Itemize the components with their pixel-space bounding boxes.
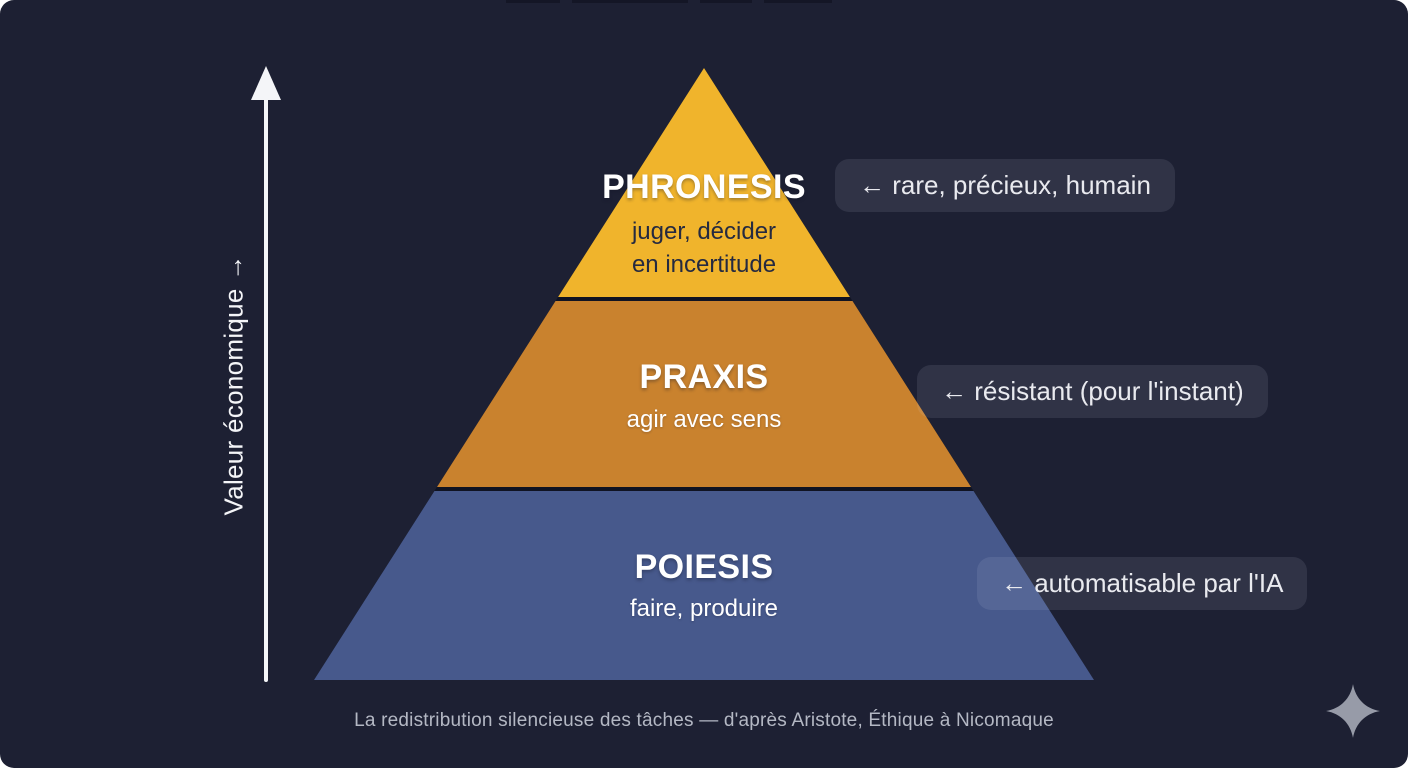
level-subtitle-phronesis: juger, décider en incertitude — [631, 218, 777, 278]
level-title-poiesis: POIESIS — [634, 548, 774, 586]
level-title-praxis: PRAXIS — [639, 358, 769, 396]
axis-line — [264, 96, 268, 682]
caption: La redistribution silencieuse des tâches… — [354, 710, 1054, 731]
cropped-title-artifact — [764, 0, 832, 3]
cropped-title-artifact — [572, 0, 688, 3]
annotation-praxis: ← résistant (pour l'instant) — [917, 365, 1268, 418]
sparkle-icon — [1326, 684, 1380, 738]
level-subtitle-poiesis: faire, produire — [629, 595, 779, 622]
annotation-poiesis: ← automatisable par l'IA — [977, 557, 1308, 610]
axis-arrowhead-icon — [251, 66, 281, 100]
annotation-phronesis: ← rare, précieux, humain — [835, 159, 1175, 212]
pyramid-level-poiesis — [314, 491, 1094, 680]
level-subtitle-praxis: agir avec sens — [626, 406, 782, 433]
level-title-phronesis: PHRONESIS — [602, 168, 806, 206]
cropped-title-artifact — [700, 0, 752, 3]
cropped-title-artifact — [506, 0, 560, 3]
axis-label: Valeur économique → — [218, 254, 249, 516]
